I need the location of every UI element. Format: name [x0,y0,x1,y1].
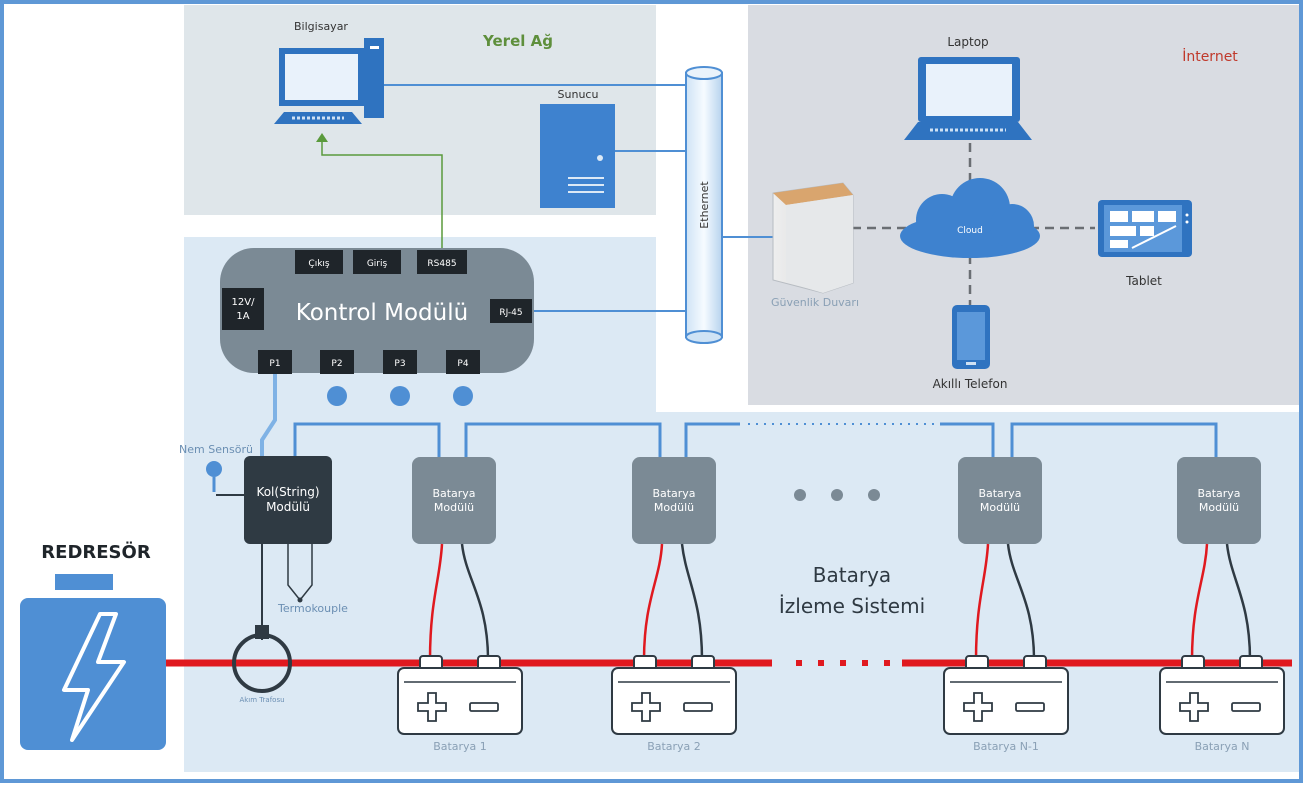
ethernet-backbone [685,66,723,344]
p1-link [260,374,277,458]
port-p3-indicator [390,386,410,406]
cloud-label: Cloud [957,226,983,236]
ellipsis-dot-3 [868,489,880,501]
ethernet-label: Ethernet [698,181,711,229]
port-p1-label: P1 [269,359,280,369]
computer-icon [274,38,384,124]
humidity-sensor-label: Nem Sensörü [179,443,253,456]
positive-cable [642,543,664,661]
thermocouple-icon [297,597,303,603]
humidity-sensor-icon [206,461,244,496]
battery-module-label: Batarya [432,487,475,500]
battery-module-label: Batarya [652,487,695,500]
laptop-label: Laptop [947,35,988,49]
port-p2-label: P2 [331,359,342,369]
cloud-icon [900,178,1040,258]
port-p1 [258,350,292,374]
battery-icon [1159,655,1285,735]
port-p3 [383,350,417,374]
port-p2 [320,350,354,374]
rs485-link [321,140,443,252]
port-in [353,250,401,274]
battery-icon [397,655,523,735]
rectifier-label: REDRESÖR [41,541,151,563]
positive-cable [974,543,990,661]
tablet-label: Tablet [1125,274,1162,288]
local-network-label: Yerel Ağ [482,32,553,50]
power-input-label-2: 1A [236,311,249,322]
port-p3-label: P3 [394,359,405,369]
negative-cable [680,543,704,661]
string-module [244,456,332,544]
battery-module [1177,457,1261,544]
battery-icon [611,655,737,735]
current-transformer-label: Akım Trafosu [239,696,284,704]
positive-cable [428,543,444,661]
thermocouple-label: Termokouple [277,602,348,615]
firewall-icon [772,182,854,294]
negative-cable [1225,543,1252,661]
power-input-label-1: 12V/ [232,297,256,308]
battery-label: Batarya N-1 [973,740,1039,753]
laptop-icon [904,57,1032,140]
module-bus [293,422,1218,458]
negative-cable [1006,543,1036,661]
smartphone-label: Akıllı Telefon [933,377,1008,391]
internet-label: İnternet [1182,47,1238,65]
negative-cable [460,543,490,661]
smartphone-icon [952,305,990,369]
control-module [220,248,534,373]
port-out-label: Çıkış [308,259,329,269]
string-module-label-1: Kol(String) [256,485,319,499]
battery-label: Batarya N [1195,740,1250,753]
server-label: Sunucu [558,88,599,101]
battery-icon [943,655,1069,735]
battery-module-label: Modülü [1199,501,1239,514]
battery-module-label: Modülü [654,501,694,514]
string-module-label-2: Modülü [266,500,310,514]
port-p4-indicator [453,386,473,406]
ellipsis-dot-2 [831,489,843,501]
port-p2-indicator [327,386,347,406]
power-input [222,288,264,330]
server-icon [540,104,615,208]
battery-module [632,457,716,544]
rectifier-icon [20,574,166,750]
system-title-1: Batarya [813,563,891,587]
port-rs485-label: RS485 [427,259,456,269]
port-p4-label: P4 [457,359,468,369]
port-rj45-label: RJ-45 [499,308,522,318]
battery-module-label: Batarya [1197,487,1240,500]
port-p4 [446,350,480,374]
battery-module-label: Modülü [980,501,1020,514]
battery-module [958,457,1042,544]
control-module-title: Kontrol Modülü [296,300,468,326]
positive-cable [1190,543,1209,661]
battery-module-label: Batarya [978,487,1021,500]
port-rs485 [417,250,467,274]
battery-label: Batarya 1 [433,740,487,753]
ellipsis-dot-1 [794,489,806,501]
firewall-label: Güvenlik Duvarı [771,296,859,309]
port-in-label: Giriş [367,259,388,269]
battery-module [412,457,496,544]
rs485-arrow-icon [316,133,328,142]
port-rj45 [490,299,532,323]
current-transformer-icon [232,633,292,693]
tablet-icon [1098,200,1192,257]
battery-module-label: Modülü [434,501,474,514]
port-out [295,250,343,274]
computer-label: Bilgisayar [294,20,348,33]
system-title-2: İzleme Sistemi [779,594,925,618]
battery-label: Batarya 2 [647,740,701,753]
battery-system-panel [180,412,1299,772]
